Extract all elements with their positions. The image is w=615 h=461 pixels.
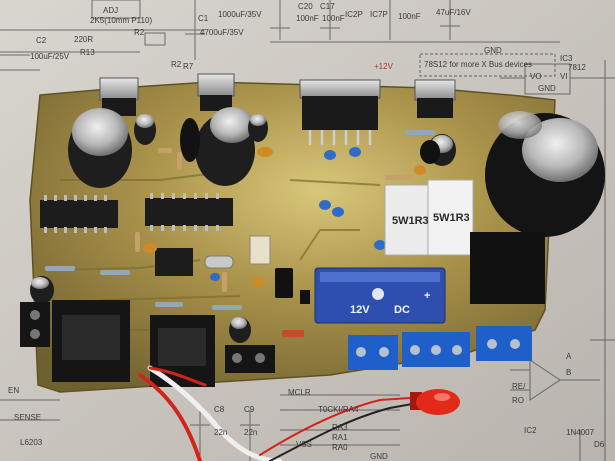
schematic-label-c1-value: 1000uF/35V — [218, 10, 262, 19]
schematic-label-ro: RO — [512, 396, 524, 405]
schematic-label-c9: C9 — [244, 405, 255, 414]
schematic-label-r2-lower: R2 — [171, 60, 182, 69]
schematic-label-1n4007: 1N4007 — [566, 428, 595, 437]
schematic-label-gnd-bottom: GND — [370, 452, 388, 461]
ic-dip-left — [40, 195, 118, 233]
relay-voltage-label: 12V — [350, 304, 370, 316]
schematic-label-100nf-2: 100nF — [322, 14, 345, 23]
schematic-label-22n-b: 22n — [244, 428, 258, 437]
schematic-label-vss: VSS — [296, 440, 313, 449]
schematic-label-c2: C2 — [36, 36, 47, 45]
schematic-label-ic2: IC2 — [524, 426, 537, 435]
schematic-label-ic7p: IC7P — [370, 10, 388, 19]
orange-caps — [143, 147, 426, 287]
schematic-label-c8: C8 — [214, 405, 225, 414]
diode — [282, 330, 304, 337]
schematic-label-47uf: 47uF/16V — [436, 8, 471, 17]
crystal — [204, 255, 234, 269]
schematic-label-d6: D6 — [594, 440, 605, 449]
schematic-label-ra0: RA0 — [332, 443, 348, 452]
schematic-label-r7: R7 — [183, 62, 194, 71]
cap-small-1 — [134, 114, 156, 145]
trimmer-pot — [249, 235, 271, 265]
power-resistors — [384, 179, 474, 256]
resistors-small — [45, 130, 435, 310]
schematic-label-c2-value: 100uF/25V — [30, 52, 70, 61]
relay-plus-label: + — [424, 290, 431, 302]
schematic-label-mclr: MCLR — [288, 388, 311, 397]
schematic-dashed-box — [419, 53, 556, 77]
schematic-label-ic3: IC3 — [560, 54, 573, 63]
schematic-label-r2-value: 2K5(10mm P110) — [90, 16, 153, 25]
wire-red-white — [138, 365, 283, 461]
terminal-blue-2 — [402, 332, 470, 367]
cap-right-large — [485, 111, 605, 237]
schematic-label-gnd-ic3: GND — [538, 84, 556, 93]
terminal-black-mid — [225, 345, 275, 373]
terminal-blue-3 — [476, 326, 532, 361]
cap-center-large — [180, 107, 255, 186]
driver-chip-l6203 — [299, 79, 381, 145]
schematic-label-c17: C17 — [320, 2, 335, 11]
schematic-label-100nf-1: 100nF — [296, 14, 319, 23]
schematic-label-t0cki: T0CKI/RA4 — [318, 405, 359, 414]
cap-small-4 — [30, 276, 54, 304]
terminal-left-black — [20, 302, 50, 347]
schematic-label-22n-a: 22n — [214, 428, 228, 437]
schematic-label-pin-a: A — [566, 352, 572, 361]
schematic-label-vo: VO — [530, 72, 542, 81]
schematic-label-ra3: RA3 — [332, 423, 348, 432]
rj-jack-left — [52, 300, 130, 382]
schematic-label-sense: SENSE — [14, 413, 42, 422]
power-resistor-1-label: 5W1R3 — [392, 215, 429, 227]
cap-small-2 — [248, 114, 268, 142]
red-led — [410, 389, 460, 415]
ceramic-caps — [210, 147, 386, 281]
schematic-label-r2: R2 — [134, 28, 145, 37]
schematic-label-en: EN — [8, 386, 20, 395]
schematic-label-pin-b: B — [566, 368, 572, 377]
regulator-right — [414, 79, 456, 118]
ic-dip-mid — [145, 193, 233, 231]
ic-dip-small — [155, 248, 193, 276]
power-resistor-2-label: 5W1R3 — [433, 212, 470, 224]
schematic-label-re: RE/ — [512, 382, 526, 391]
schematic-label-bus-note: 78S12 for more X Bus devices — [424, 60, 533, 69]
terminal-blue-1 — [348, 335, 398, 370]
schematic-label-220r: 220R — [74, 35, 94, 44]
schematic-label-vi: VI — [560, 72, 568, 81]
schematic-label-ra1: RA1 — [332, 433, 348, 442]
schematic-label-7812: 7812 — [568, 63, 586, 72]
schematic-label-100nf-3: 100nF — [398, 12, 421, 21]
relay-dc-label: DC — [394, 304, 410, 316]
relay — [314, 267, 446, 324]
schematic-label-gnd-top: GND — [484, 46, 502, 55]
fuse-block — [470, 232, 545, 304]
schematic-label-c1: C1 — [198, 14, 209, 23]
cap-left-large — [68, 108, 132, 188]
schematic-label-c20: C20 — [298, 2, 313, 11]
schematic-label-l6203: L6203 — [20, 438, 43, 447]
wire-led — [259, 397, 413, 461]
schematic-label-c1-value-2: 4700uF/35V — [200, 28, 244, 37]
cap-small-5 — [229, 317, 251, 343]
schematic-label-plus12v: +12V — [374, 62, 393, 71]
black-small-parts — [275, 140, 440, 304]
schematic-label-r13: R13 — [80, 48, 95, 57]
schematic-label-ic2p: IC2P — [345, 10, 363, 19]
regulator-mid — [197, 73, 235, 111]
schematic-label-adj: ADJ — [103, 6, 119, 15]
